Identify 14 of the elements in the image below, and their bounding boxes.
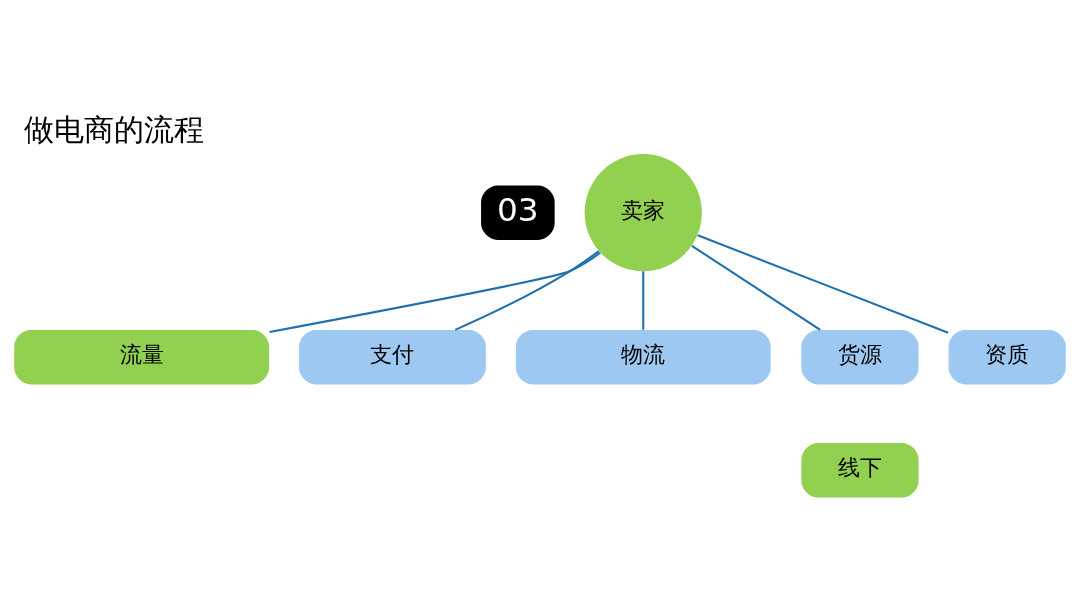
node-circle: 卖家 xyxy=(584,153,702,271)
node-box: 流量 xyxy=(14,329,270,384)
connector xyxy=(642,270,645,330)
node-box: 货源 xyxy=(801,329,919,384)
connector xyxy=(697,233,949,334)
node-box: 线下 xyxy=(801,442,919,498)
connector xyxy=(454,249,600,331)
diagram-title: 做电商的流程 xyxy=(24,111,205,147)
node-box: 支付 xyxy=(299,329,486,384)
connector xyxy=(269,251,601,333)
connector xyxy=(691,244,821,331)
node-box: 资质 xyxy=(948,329,1066,384)
label: 03 xyxy=(497,190,539,229)
node-box: 物流 xyxy=(515,329,771,384)
